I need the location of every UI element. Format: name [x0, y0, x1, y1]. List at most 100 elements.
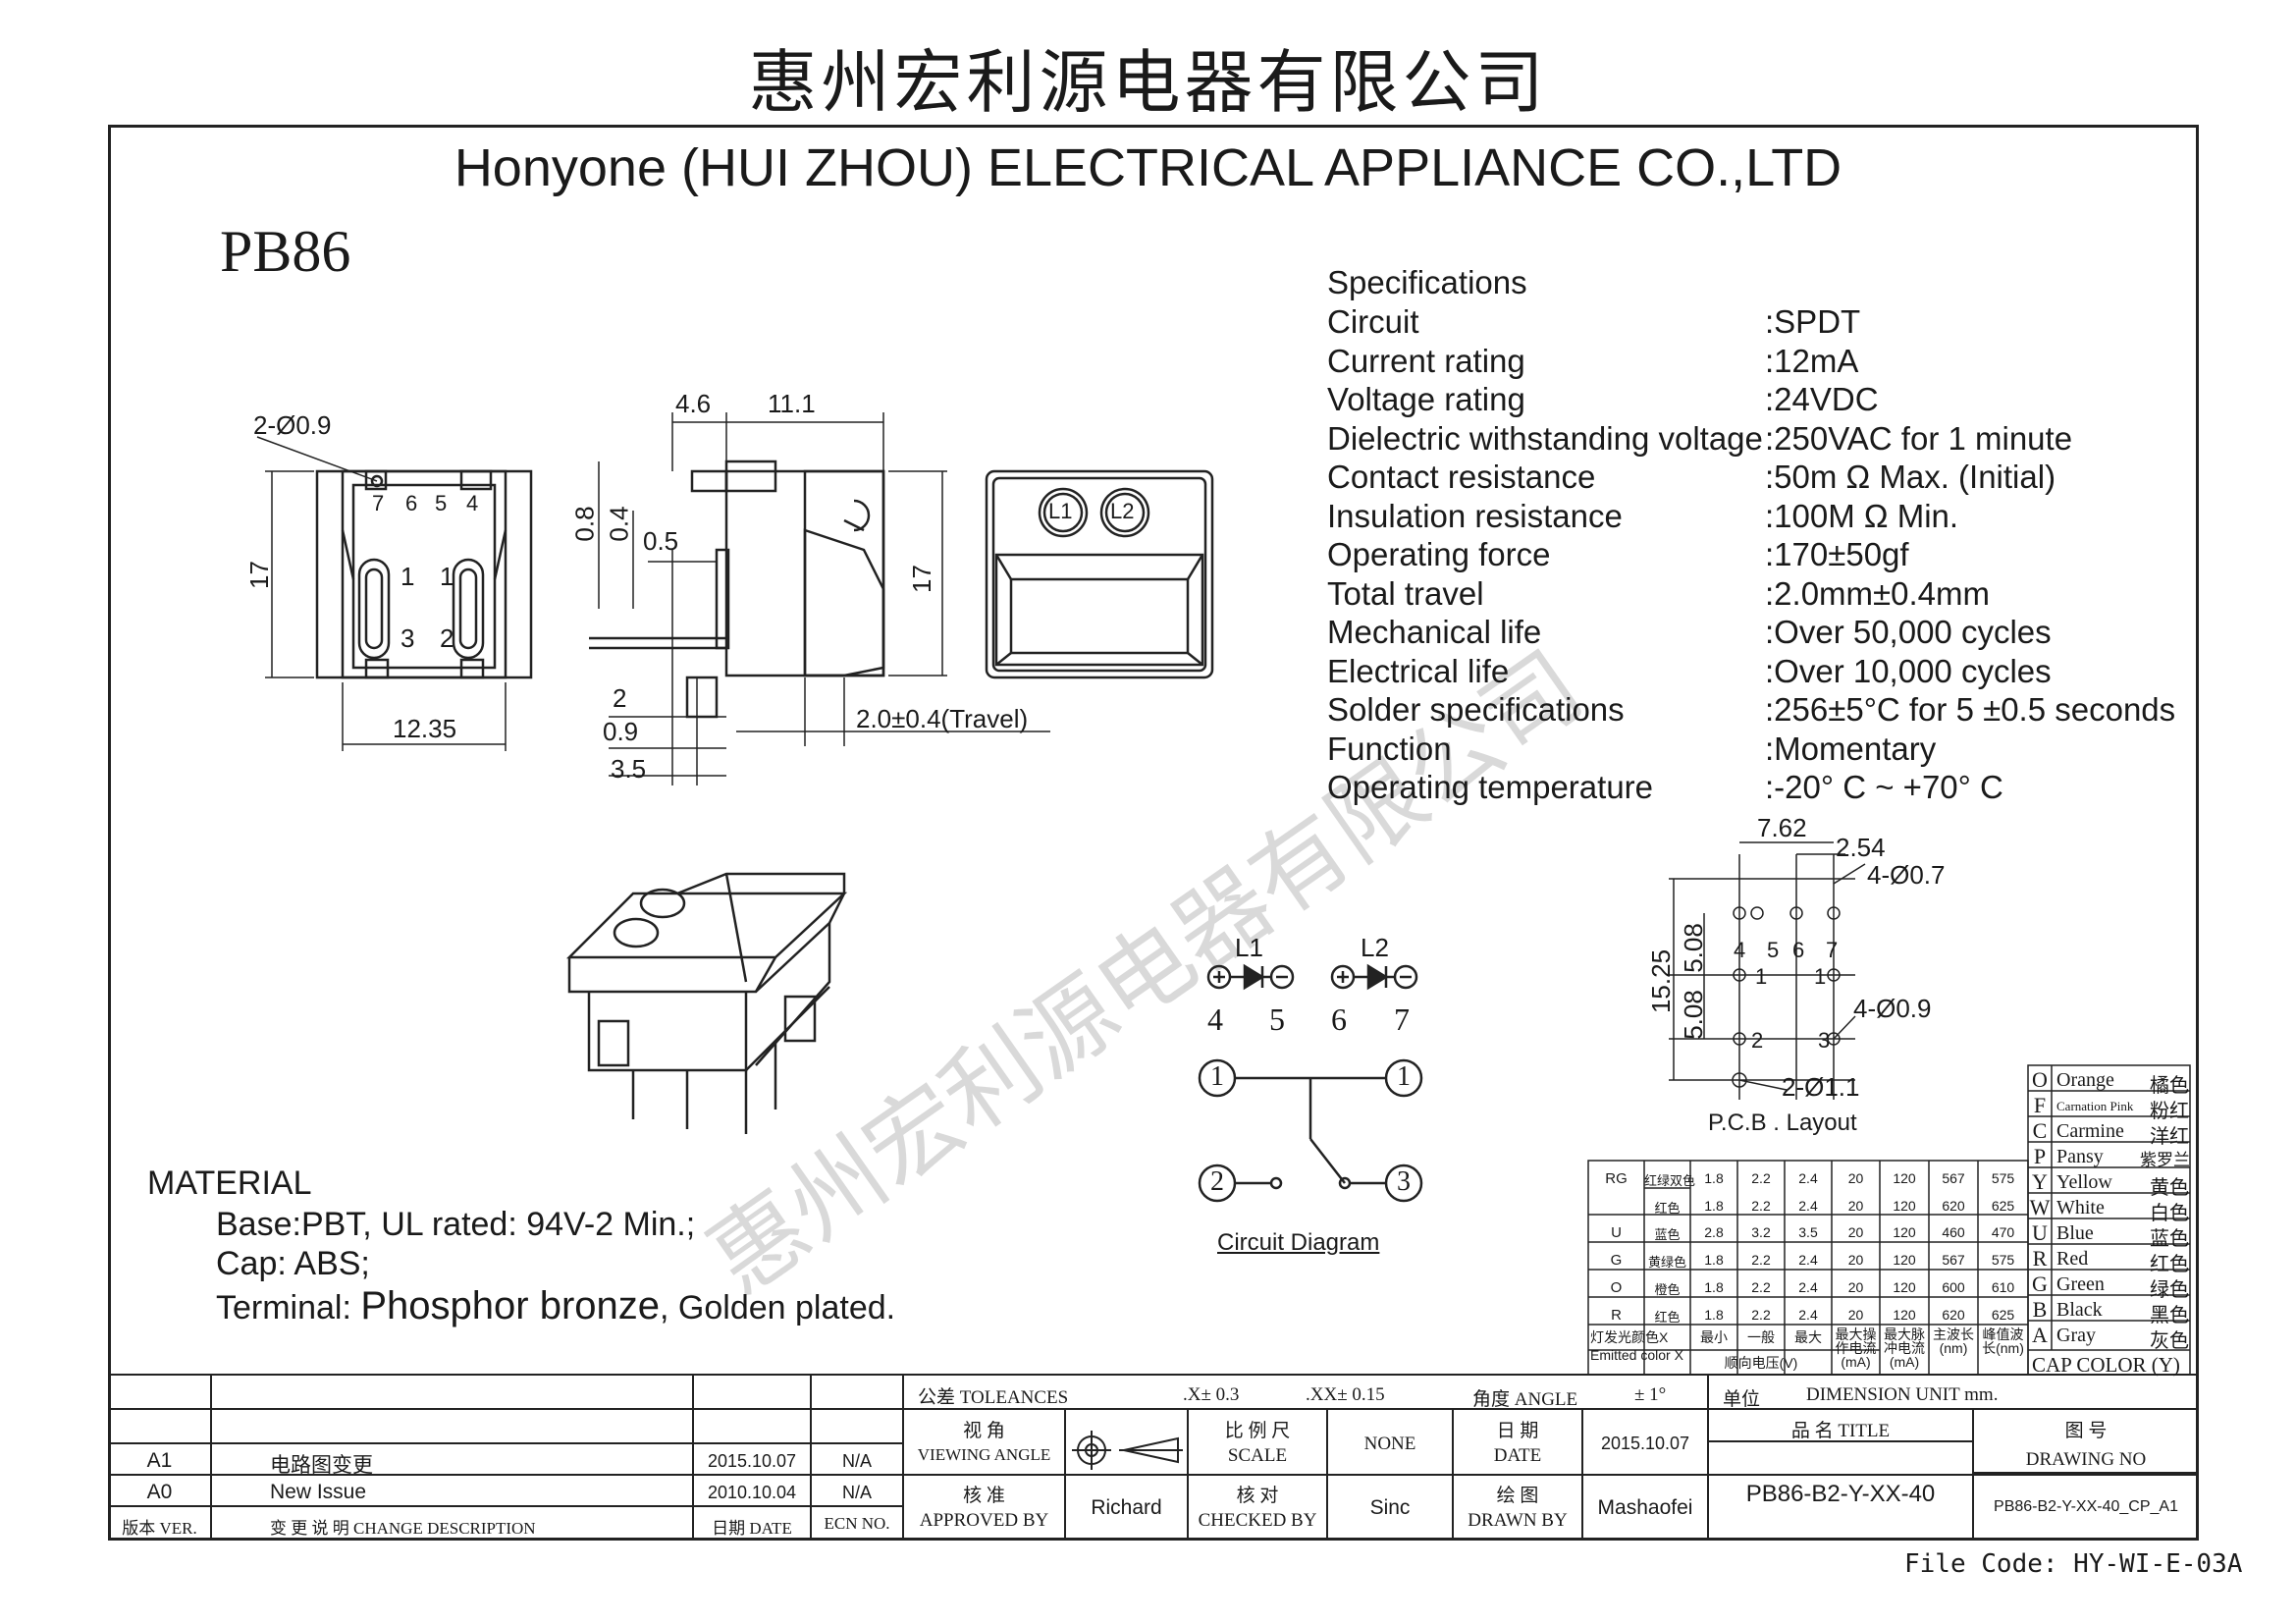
- led-cell: 2.4: [1798, 1279, 1818, 1295]
- led-cell: 2.2: [1751, 1279, 1771, 1295]
- cn-company-name: 惠州宏利源电器有限公司: [748, 42, 1548, 123]
- led-cell: 20: [1847, 1252, 1864, 1268]
- led-cell: 120: [1893, 1252, 1916, 1268]
- led-cell: 2.2: [1751, 1307, 1771, 1323]
- pcb-hole-4-0-7: 4-Ø0.7: [1867, 860, 1946, 890]
- led-cell: 120: [1893, 1170, 1916, 1186]
- circuit-l1-label: L1: [1235, 933, 1263, 962]
- cap-color-en: White: [2056, 1197, 2105, 1218]
- dim-0-8: 0.8: [569, 506, 600, 542]
- cap-color-en: Blue: [2056, 1222, 2094, 1244]
- led-footer-ip: 最大脉冲电流(mA): [1884, 1326, 1925, 1370]
- circuit-diagram-drawing: [1198, 963, 1423, 1203]
- spec-value: :SPDT: [1765, 303, 1861, 340]
- tb-tolerances: 公差 TOLEANCES: [918, 1387, 1069, 1408]
- cap-color-code: B: [2032, 1297, 2048, 1322]
- circuit-l2-label: L2: [1361, 933, 1389, 962]
- led-row-code: G: [1610, 1252, 1623, 1269]
- spec-value: :100M Ω Min.: [1765, 497, 1959, 534]
- pin-label-5: 5: [435, 491, 448, 515]
- led-cell: 2.2: [1751, 1198, 1771, 1214]
- led-footer-pk: 峰值波长(nm): [1982, 1326, 2024, 1356]
- led-cell: 2.4: [1798, 1198, 1818, 1214]
- material-heading: MATERIAL: [147, 1164, 312, 1202]
- file-code: File Code: HY-WI-E-03A: [1904, 1549, 2243, 1579]
- led-row-name: 蓝色: [1654, 1227, 1681, 1242]
- cap-color-code: R: [2032, 1246, 2048, 1271]
- spec-label: Circuit: [1327, 303, 1419, 340]
- cap-color-code: A: [2032, 1323, 2048, 1347]
- tb-tol-xx: .XX± 0.15: [1306, 1384, 1385, 1405]
- led-cell: 1.8: [1704, 1279, 1724, 1295]
- circuit-pin-4: 4: [1207, 1001, 1223, 1037]
- led-cell: 625: [1991, 1307, 2015, 1323]
- led-cell: 2.2: [1751, 1252, 1771, 1268]
- spec-label: Current rating: [1327, 342, 1525, 379]
- led-cell: 20: [1847, 1224, 1864, 1240]
- cap-color-cn: 黑色: [2150, 1305, 2189, 1326]
- rev-ver-a1: A1: [146, 1449, 173, 1472]
- led-cell: 567: [1942, 1170, 1965, 1186]
- tb-drawing-cn: 图 号: [2064, 1421, 2108, 1441]
- pin-label-7: 7: [372, 491, 385, 515]
- cap-color-cn: 灰色: [2150, 1330, 2189, 1352]
- cap-color-footer: CAP COLOR (Y): [2032, 1353, 2180, 1377]
- pcb-dim-5-08-top: 5.08: [1678, 923, 1708, 973]
- rev-ecn-a1: N/A: [841, 1451, 872, 1471]
- pcb-dim-7-62: 7.62: [1757, 813, 1807, 842]
- cap-color-code: O: [2032, 1067, 2048, 1092]
- led-cell: 620: [1942, 1307, 1965, 1323]
- tb-drawn-en: DRAWN BY: [1468, 1510, 1568, 1531]
- led-footer-typ: 一般: [1747, 1329, 1775, 1345]
- led-cell: 120: [1893, 1224, 1916, 1240]
- tb-scale-en: SCALE: [1227, 1445, 1288, 1466]
- spec-value: :Over 10,000 cycles: [1765, 652, 2052, 689]
- cap-color-cn: 紫罗兰: [2140, 1151, 2190, 1169]
- rev-desc-a1: 电路图变更: [270, 1454, 373, 1477]
- cap-color-en: Yellow: [2056, 1171, 2112, 1193]
- led-cell: 1.8: [1704, 1307, 1724, 1323]
- led-cell: 625: [1991, 1198, 2015, 1214]
- led-cell: 120: [1893, 1307, 1916, 1323]
- pcb-hole-2-1-1: 2-Ø1.1: [1782, 1072, 1860, 1102]
- circuit-pin-7: 7: [1394, 1001, 1410, 1037]
- contact-label-3: 3: [400, 623, 415, 653]
- led-row-name: 红绿双色: [1644, 1173, 1696, 1188]
- height-dim-label: 17: [243, 561, 274, 589]
- dim-3-5: 3.5: [611, 754, 647, 784]
- rev-ver-a0: A0: [146, 1481, 173, 1503]
- side-height-label: 17: [906, 565, 936, 593]
- col-desc-header: 变 更 说 明 CHANGE DESCRIPTION: [270, 1519, 536, 1538]
- en-company-name: Honyone (HUI ZHOU) ELECTRICAL APPLIANCE …: [454, 138, 1842, 197]
- spec-label: Solder specifications: [1327, 691, 1625, 728]
- spec-heading: Specifications: [1327, 264, 1527, 300]
- title-block-grid: [108, 1374, 2199, 1541]
- cap-color-cn: 绿色: [2150, 1279, 2189, 1301]
- pcb-pin-5: 5: [1767, 938, 1780, 962]
- tb-checked-en: CHECKED BY: [1198, 1510, 1317, 1531]
- led-cell: 20: [1847, 1170, 1864, 1186]
- tb-date-en: DATE: [1493, 1445, 1542, 1466]
- spec-value: :256±5°C for 5 ±0.5 seconds: [1765, 691, 2176, 728]
- cap-color-code: P: [2033, 1144, 2047, 1168]
- dim-2: 2: [613, 683, 627, 713]
- spec-label: Electrical life: [1327, 652, 1510, 689]
- pcb-contact-1b: 1: [1814, 964, 1827, 989]
- led-footer-min: 最小: [1700, 1329, 1728, 1345]
- led-cell: 575: [1991, 1170, 2015, 1186]
- lamp-label-l1: L1: [1048, 499, 1073, 523]
- led-cell: 3.5: [1798, 1224, 1818, 1240]
- cap-color-code: C: [2032, 1118, 2048, 1143]
- led-cell: 20: [1847, 1307, 1864, 1323]
- tb-approved-cn: 核 准: [963, 1486, 1005, 1506]
- tb-checked-val: Sinc: [1369, 1496, 1411, 1519]
- led-cell: 1.8: [1704, 1252, 1724, 1268]
- spec-value: :12mA: [1765, 342, 1859, 379]
- tb-title-label: 品 名 TITLE: [1790, 1421, 1891, 1441]
- cap-color-cn: 蓝色: [2150, 1228, 2189, 1250]
- led-cell: 120: [1893, 1279, 1916, 1295]
- led-cell: 1.8: [1704, 1170, 1724, 1186]
- dim-4-6: 4.6: [675, 389, 712, 418]
- led-row-code: U: [1611, 1224, 1622, 1241]
- contact-label-1a: 1: [400, 562, 415, 591]
